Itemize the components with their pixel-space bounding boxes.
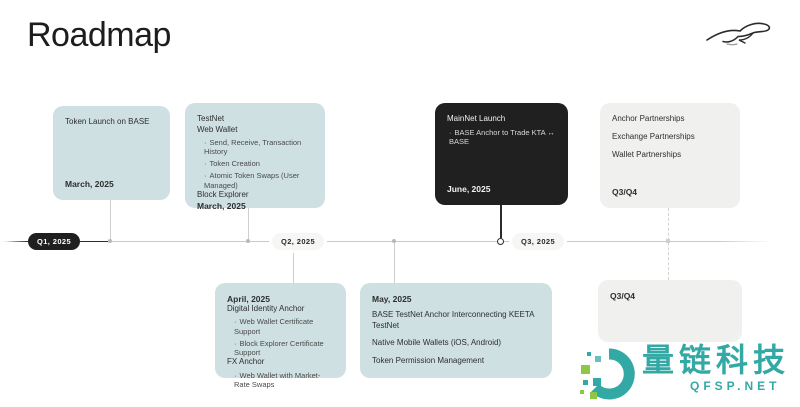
card-mainnet: MainNet Launch BASE Anchor to Trade KTA … — [435, 103, 568, 205]
connector-mainnet — [500, 205, 502, 238]
timeline-axis — [0, 241, 772, 242]
card-q3q4: Q3/Q4 — [598, 280, 742, 342]
card-testnet-date: March, 2025 — [197, 200, 246, 211]
may-item: Native Mobile Wallets (iOS, Android) — [372, 338, 502, 348]
timeline-marker-q1: Q1, 2025 — [28, 233, 81, 250]
card-token-launch-date: March, 2025 — [65, 179, 114, 189]
mainnet-bullet: BASE Anchor to Trade KTA ↔ BASE — [449, 128, 556, 147]
card-testnet-group-block-explorer: Block Explorer — [197, 189, 249, 199]
connector-testnet — [248, 208, 249, 240]
connector-q3q4-dashed — [668, 208, 669, 280]
card-partnerships: Anchor Partnerships Exchange Partnership… — [600, 103, 740, 208]
timeline-dot-may — [392, 239, 396, 243]
april-bullet: Web Wallet Certificate Support — [234, 317, 334, 336]
card-april-group-identity: Digital Identity Anchor — [227, 304, 305, 313]
card-testnet-title: TestNet — [197, 114, 225, 123]
card-token-launch-title: Token Launch on BASE — [65, 117, 150, 126]
connector-token-launch — [110, 200, 111, 240]
timeline-marker-q2: Q2, 2025 — [272, 233, 325, 250]
keeta-cheetah-logo — [703, 14, 781, 56]
watermark: 量链科技 QFSP.NET — [580, 344, 800, 407]
watermark-brand: 量链科技 — [642, 342, 791, 378]
connector-april — [293, 251, 294, 283]
testnet-bullet: Token Creation — [204, 159, 313, 168]
card-may: May, 2025 BASE TestNet Anchor Interconne… — [360, 283, 552, 378]
card-testnet: TestNet Web Wallet Send, Receive, Transa… — [185, 103, 325, 211]
timeline-marker-q3: Q3, 2025 — [512, 233, 565, 250]
timeline-ring-mainnet — [497, 237, 504, 245]
april-bullet: Web Wallet with Market-Rate Swaps — [234, 371, 334, 390]
may-item: Token Permission Management — [372, 356, 485, 366]
card-q3q4-date: Q3/Q4 — [610, 291, 636, 301]
watermark-logo-icon — [580, 348, 635, 400]
cheetah-icon — [706, 22, 771, 46]
watermark-text: 量链科技 QFSP.NET — [642, 344, 790, 392]
card-mainnet-date: June, 2025 — [447, 184, 491, 194]
card-april-group-fx: FX Anchor — [227, 357, 265, 367]
connector-may — [394, 242, 395, 283]
card-testnet-group-web-wallet: Web Wallet — [197, 124, 238, 134]
april-bullet: Block Explorer Certificate Support — [234, 339, 334, 358]
timeline-dot-testnet — [246, 239, 250, 243]
testnet-bullet: Send, Receive, Transaction History — [204, 138, 313, 157]
page-title: Roadmap — [27, 16, 171, 54]
partnership-item: Exchange Partnerships — [612, 131, 695, 141]
partnership-item: Anchor Partnerships — [612, 114, 685, 123]
card-may-date: May, 2025 — [372, 294, 412, 304]
timeline-dot-token-launch — [108, 239, 112, 243]
card-april-date: April, 2025 — [227, 294, 270, 304]
may-item: BASE TestNet Anchor Interconnecting KEET… — [372, 309, 535, 330]
card-april: April, 2025 Digital Identity Anchor Web … — [215, 283, 346, 389]
testnet-bullet: Atomic Token Swaps (User Managed) — [204, 171, 313, 190]
partnership-item: Wallet Partnerships — [612, 149, 682, 159]
card-token-launch: Token Launch on BASE March, 2025 — [53, 106, 170, 200]
card-mainnet-title: MainNet Launch — [447, 114, 506, 123]
watermark-domain: QFSP.NET — [690, 379, 781, 393]
card-partnerships-date: Q3/Q4 — [612, 187, 638, 197]
timeline-dot-q3q4 — [666, 239, 670, 243]
